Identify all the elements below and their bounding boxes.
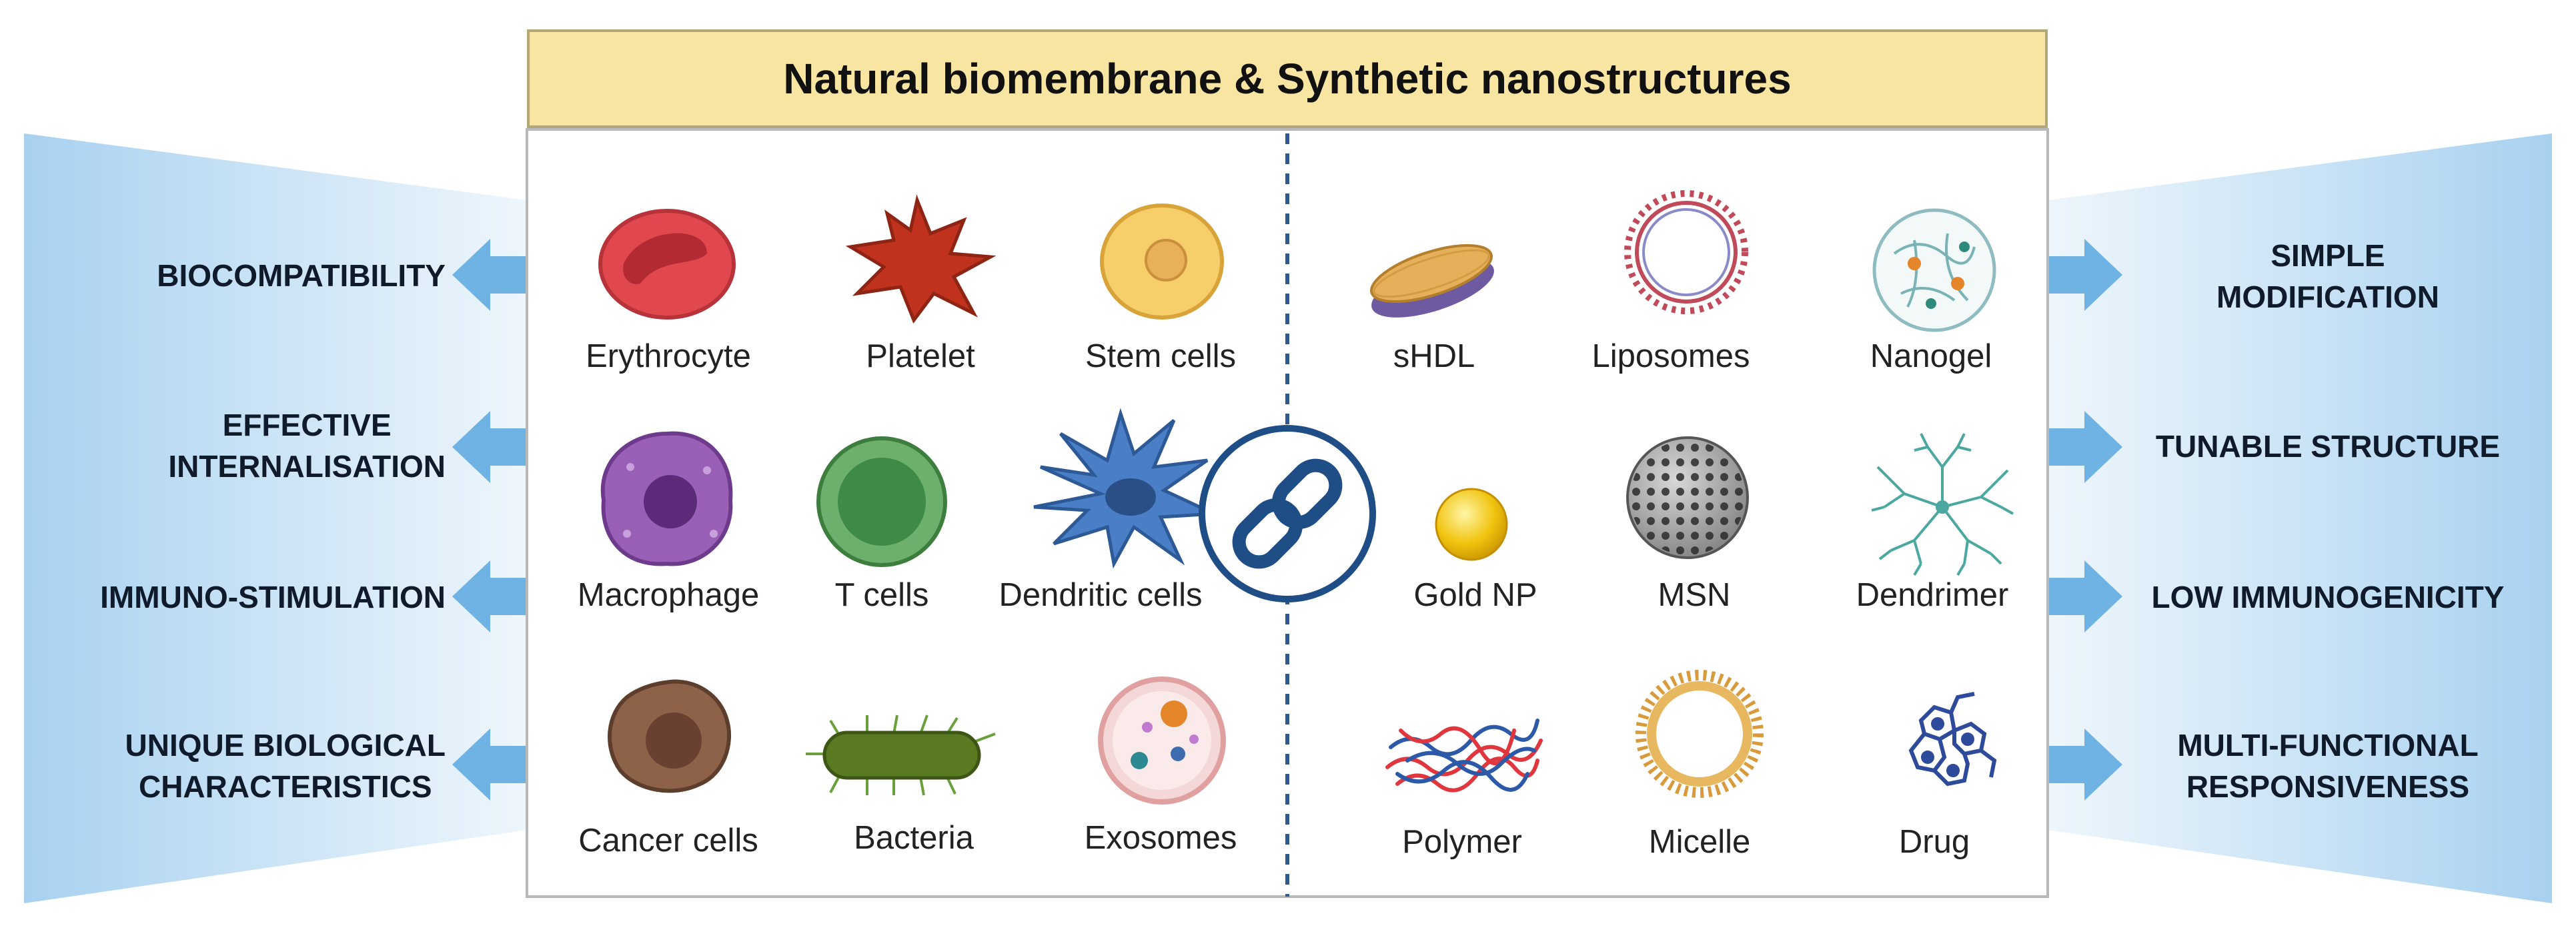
label-stem-cells: Stem cells [1085, 338, 1237, 374]
property-line: MODIFICATION [2216, 280, 2439, 314]
arrow-left-4 [452, 729, 526, 801]
property-line: RESPONSIVENESS [2186, 769, 2470, 804]
property-low-immunogenicity: LOW IMMUNOGENICITY [2128, 576, 2528, 618]
label-dendrimer: Dendrimer [1856, 577, 2009, 613]
arrow-right-3 [2049, 560, 2122, 632]
arrow-right-2 [2049, 411, 2122, 483]
property-line: INTERNALISATION [168, 449, 446, 484]
gold-np-icon [1435, 488, 1508, 561]
label-erythrocyte: Erythrocyte [586, 338, 751, 374]
right-arrows [2049, 239, 2122, 801]
msn-icon [1626, 436, 1749, 559]
polymer-icon [1385, 719, 1543, 793]
label-liposomes: Liposomes [1591, 338, 1750, 374]
label-dendritic-cells: Dendritic cells [999, 577, 1203, 613]
left-arrows [452, 239, 526, 801]
label-nanogel: Nanogel [1870, 338, 1992, 374]
arrow-right-4 [2049, 729, 2122, 801]
property-line: UNIQUE BIOLOGICAL [125, 728, 446, 763]
property-line: TUNABLE STRUCTURE [2155, 429, 2501, 464]
property-line: BIOCOMPATIBILITY [157, 258, 446, 293]
arrow-left-3 [452, 560, 526, 632]
property-multi-functional-responsiveness: MULTI-FUNCTIONAL RESPONSIVENESS [2128, 725, 2528, 807]
bacteria-icon [806, 715, 996, 796]
property-line: LOW IMMUNOGENICITY [2151, 580, 2505, 614]
cancer-cell-icon [608, 679, 731, 793]
label-bacteria: Bacteria [854, 820, 974, 856]
property-line: CHARACTERISTICS [138, 769, 432, 804]
property-simple-modification: SIMPLE MODIFICATION [2128, 235, 2528, 318]
label-cancer-cells: Cancer cells [578, 823, 758, 859]
micelle-icon [1636, 670, 1764, 798]
page-title: Natural biomembrane & Synthetic nanostru… [527, 29, 2048, 128]
property-biocompatibility: BIOCOMPATIBILITY [157, 255, 446, 296]
label-t-cells: T cells [834, 577, 929, 613]
left-property-panel [24, 133, 527, 903]
property-immuno-stimulation: IMMUNO-STIMULATION [100, 576, 446, 618]
label-shdl: sHDL [1393, 338, 1475, 374]
dendritic-cell-icon [1033, 408, 1215, 569]
arrow-left-1 [452, 239, 526, 311]
property-line: EFFECTIVE [222, 408, 392, 442]
property-line: MULTI-FUNCTIONAL [2177, 728, 2479, 763]
label-msn: MSN [1658, 577, 1731, 613]
label-gold-np: Gold NP [1413, 577, 1537, 613]
property-effective-internalisation: EFFECTIVE INTERNALISATION [168, 404, 446, 487]
drug-icon [1908, 692, 1997, 787]
property-tunable-structure: TUNABLE STRUCTURE [2128, 426, 2528, 467]
arrow-right-1 [2049, 239, 2122, 311]
nanogel-icon [1872, 208, 1996, 332]
liposome-icon [1624, 190, 1748, 314]
label-platelet: Platelet [866, 338, 975, 374]
label-polymer: Polymer [1402, 824, 1522, 860]
stem-cell-icon [1100, 203, 1224, 320]
dendrimer-icon [1871, 433, 2014, 576]
property-line: IMMUNO-STIMULATION [100, 580, 446, 614]
label-micelle: Micelle [1648, 824, 1751, 860]
property-line: SIMPLE [2271, 238, 2385, 273]
property-unique-biological-characteristics: UNIQUE BIOLOGICAL CHARACTERISTICS [125, 725, 446, 807]
exosome-icon [1098, 676, 1226, 805]
right-property-panel [2048, 133, 2552, 903]
label-drug: Drug [1898, 824, 1970, 860]
shdl-icon [1370, 244, 1494, 318]
arrow-left-2 [452, 411, 526, 483]
label-exosomes: Exosomes [1084, 820, 1237, 856]
link-icon [1199, 425, 1376, 602]
macrophage-icon [600, 431, 733, 566]
erythrocyte-icon [598, 209, 736, 320]
platelet-icon [845, 194, 997, 324]
t-cell-icon [816, 436, 947, 567]
label-macrophage: Macrophage [577, 577, 760, 613]
